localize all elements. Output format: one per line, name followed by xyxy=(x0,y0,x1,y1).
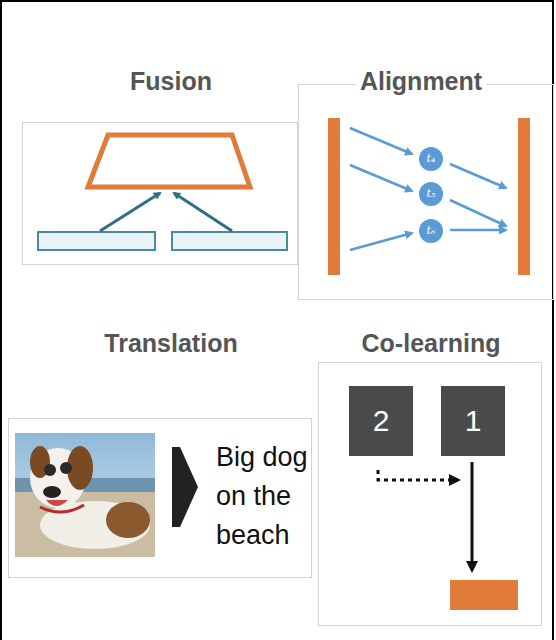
alignment-arrow xyxy=(350,165,412,191)
time-step-label: t₄ xyxy=(427,153,436,165)
panel-heading: Fusion xyxy=(126,66,216,96)
sequence-bar xyxy=(328,118,340,275)
time-step-label: t₅ xyxy=(427,188,436,200)
time-step-circle: t₆ xyxy=(419,219,443,243)
panel-heading: Translation xyxy=(100,328,241,358)
dog-tongue xyxy=(46,500,68,506)
input-bar xyxy=(172,232,287,250)
fusion-panel: Fusion xyxy=(22,122,298,265)
alignment-arrow xyxy=(450,200,506,226)
alignment-arrow xyxy=(450,164,506,188)
solid-arrow xyxy=(471,462,474,570)
photo-sky xyxy=(15,433,155,557)
dog-eye xyxy=(44,464,56,476)
dog-photo xyxy=(15,433,155,557)
alignment-arrow xyxy=(450,229,506,232)
modality-box: 2 xyxy=(349,386,413,456)
alignment-arrow xyxy=(350,233,412,250)
alignment-panel: Alignmentt₄t₅t₆ xyxy=(298,84,554,300)
time-step-circle: t₄ xyxy=(419,147,443,171)
panel-heading: Alignment xyxy=(356,66,486,96)
panel-heading: Co-learning xyxy=(358,328,505,358)
dog-eye xyxy=(60,462,72,474)
fusion-trapezoid xyxy=(88,135,250,187)
sequence-bar xyxy=(518,118,530,275)
modality-number: 1 xyxy=(465,404,482,438)
target-bar xyxy=(450,580,518,610)
dotted-arrow xyxy=(378,470,458,480)
modality-number: 2 xyxy=(373,404,390,438)
chevron-arrow xyxy=(172,447,198,527)
alignment-arrow xyxy=(350,128,412,154)
fusion-arrow xyxy=(100,193,160,231)
co-learning-panel: Co-learning21 xyxy=(318,362,542,626)
time-step-label: t₆ xyxy=(427,225,436,237)
dog-collar xyxy=(40,505,84,512)
modality-box: 1 xyxy=(441,386,505,456)
fusion-arrow xyxy=(174,193,232,231)
time-step-circle: t₅ xyxy=(419,182,443,206)
dog-nose xyxy=(43,486,61,498)
photo-sand xyxy=(15,492,155,557)
caption-text: Big dog on the beach xyxy=(216,438,338,555)
input-bar xyxy=(38,232,155,250)
dog-body xyxy=(40,501,150,549)
translation-panel: TranslationBig dog on the beach xyxy=(8,418,312,578)
dog-back xyxy=(106,502,150,538)
